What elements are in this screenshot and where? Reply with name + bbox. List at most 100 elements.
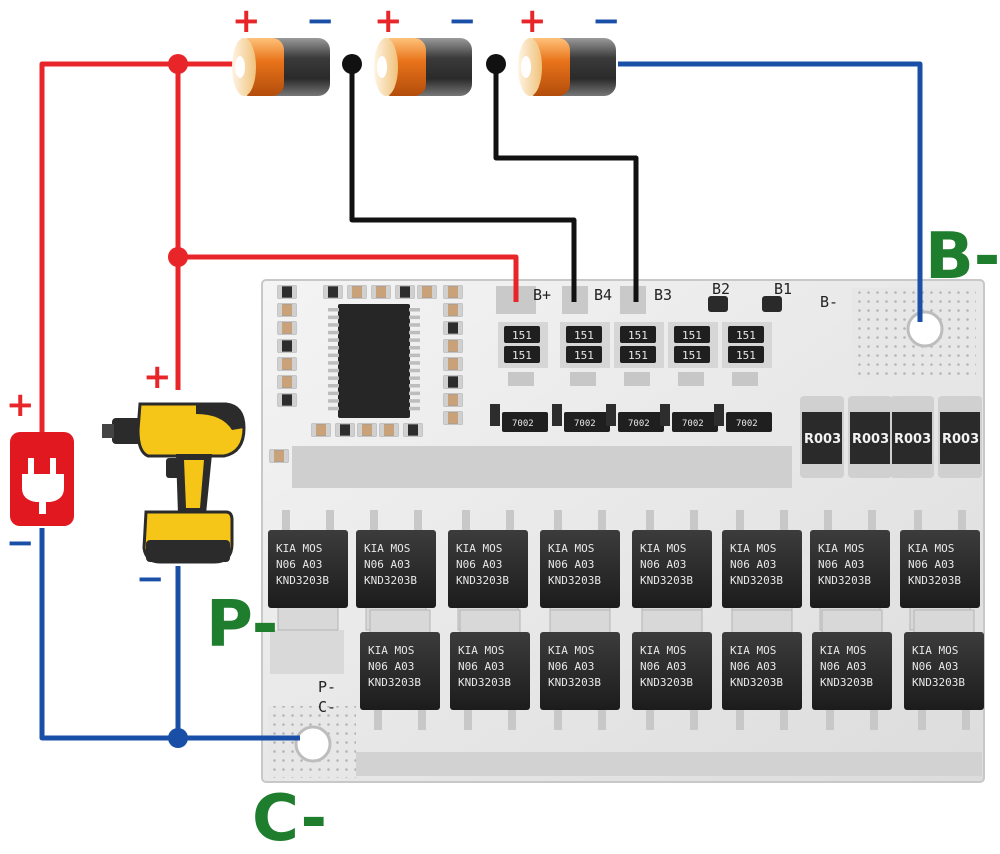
positive-wire-b-plus: [178, 254, 519, 302]
charger: + −: [6, 385, 74, 563]
chip-marking: 151: [628, 349, 648, 362]
chip-marking: 151: [628, 329, 648, 342]
smd-component: [443, 303, 463, 317]
mosfet-marking: N06 A03: [364, 558, 410, 571]
b-minus-mounting-hole: [906, 310, 944, 348]
smd-component: [395, 285, 415, 299]
mosfet-marking: KND3203B: [908, 574, 961, 587]
smd-component: [277, 375, 297, 389]
chip-marking: 151: [682, 329, 702, 342]
smd-component: [311, 423, 331, 437]
silk-b-plus: B+: [533, 286, 551, 304]
silk-b2: B2: [712, 280, 730, 298]
mosfet-marking: N06 A03: [276, 558, 322, 571]
mosfet-marking: KND3203B: [548, 676, 601, 689]
battery-cell-icon: [232, 38, 330, 96]
silk-p-minus: P-: [318, 678, 336, 696]
silk-b1: B1: [774, 280, 792, 298]
smd-component: [403, 423, 423, 437]
smd-component: [443, 375, 463, 389]
negative-wire-charger: [39, 528, 300, 741]
mosfet-marking: KIA MOS: [548, 542, 594, 555]
chip-marking: 151: [682, 349, 702, 362]
silk-b4: B4: [594, 286, 612, 304]
mosfet-marking: N06 A03: [820, 660, 866, 673]
silk-b3: B3: [654, 286, 672, 304]
mosfet-marking: KIA MOS: [640, 644, 686, 657]
busbar-bottom: [356, 752, 982, 776]
mosfet-marking: N06 A03: [640, 660, 686, 673]
charger-minus-sign: −: [6, 523, 35, 563]
c-minus-mounting-hole: [294, 725, 332, 763]
drill-plus-sign: +: [143, 357, 172, 397]
smd-component: [443, 285, 463, 299]
mosfet-marking: N06 A03: [730, 558, 776, 571]
cell-balance-chip: 151 151 7002: [660, 322, 718, 432]
mosfet-marking: N06 A03: [548, 558, 594, 571]
silk-b-minus: B-: [820, 293, 838, 311]
cordless-drill-icon: [102, 402, 246, 564]
mosfet-marking: N06 A03: [456, 558, 502, 571]
battery-cell-icon: [374, 38, 472, 96]
mosfet-marking: KND3203B: [276, 574, 329, 587]
mosfet-marking: KIA MOS: [908, 542, 954, 555]
controller-ic: [328, 304, 420, 418]
drill-minus-sign: −: [136, 559, 165, 599]
mosfet-marking: KIA MOS: [912, 644, 958, 657]
mosfet-marking: N06 A03: [730, 660, 776, 673]
mosfet-marking: KIA MOS: [818, 542, 864, 555]
smd-component: [417, 285, 437, 299]
smd-component: [443, 339, 463, 353]
busbar-top: [292, 446, 792, 488]
chip-marking: 151: [736, 329, 756, 342]
battery-pack: [232, 38, 616, 96]
smd-component: [347, 285, 367, 299]
drill: + −: [102, 357, 246, 599]
chip-marking: 7002: [682, 419, 704, 429]
smd-component: [277, 357, 297, 371]
chip-marking: 7002: [574, 419, 596, 429]
shunt-resistor: R003: [938, 396, 982, 478]
mosfet-marking: KND3203B: [456, 574, 509, 587]
mosfet-marking: KIA MOS: [456, 542, 502, 555]
smd-component: [443, 357, 463, 371]
mosfet-marking: N06 A03: [818, 558, 864, 571]
battery-minus-sign: −: [306, 1, 335, 41]
smd-component: [379, 423, 399, 437]
mosfet-marking: KND3203B: [364, 574, 417, 587]
mosfet-marking: KND3203B: [640, 676, 693, 689]
mosfet-marking: KIA MOS: [458, 644, 504, 657]
mosfet-marking: N06 A03: [458, 660, 504, 673]
smd-component: [277, 321, 297, 335]
mosfet-marking: N06 A03: [548, 660, 594, 673]
mosfet-marking: KND3203B: [640, 574, 693, 587]
mosfet-marking: N06 A03: [368, 660, 414, 673]
smd-component: [277, 303, 297, 317]
mosfet-marking: KND3203B: [818, 574, 871, 587]
mosfet-marking: KND3203B: [458, 676, 511, 689]
balance-wire-b4: [349, 64, 577, 302]
negative-wire-b-minus: [618, 61, 923, 322]
mosfet-marking: KND3203B: [820, 676, 873, 689]
smd-component: [335, 423, 355, 437]
resistor-marking: R003: [804, 432, 841, 447]
mosfet-marking: KND3203B: [912, 676, 965, 689]
battery-minus-sign: −: [448, 1, 477, 41]
chip-marking: 151: [574, 349, 594, 362]
smd-component: [443, 321, 463, 335]
smd-components-left: [269, 285, 463, 463]
smd-component: [371, 285, 391, 299]
battery-cell-icon: [518, 38, 616, 96]
mosfet-marking: KIA MOS: [368, 644, 414, 657]
silk-c-minus: C-: [318, 698, 336, 716]
